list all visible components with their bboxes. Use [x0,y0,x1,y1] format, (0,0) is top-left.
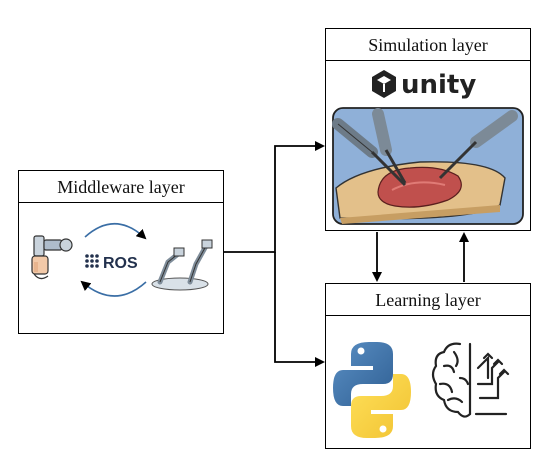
learning-layer-title: Learning layer [326,284,530,316]
python-logo-icon [333,342,411,438]
simulation-layer-title: Simulation layer [326,29,530,61]
middleware-layer-title: Middleware layer [19,171,223,203]
unity-cube-icon [372,70,396,98]
middleware-layer-box: Middleware layer [18,170,224,334]
brain-arrows-icon [431,342,510,418]
unity-logo: unity [372,70,476,100]
cycle-arrows-icon [80,223,147,297]
ros-logo-icon: ROS [85,254,138,272]
middleware-to-layers-connector [224,141,325,367]
unity-logo-text: unity [401,70,476,100]
ros-logo-text: ROS [103,255,138,272]
robot-arm-left-icon [31,235,73,280]
surgical-scene-icon [332,107,524,225]
robot-arm-right-icon [151,239,213,291]
